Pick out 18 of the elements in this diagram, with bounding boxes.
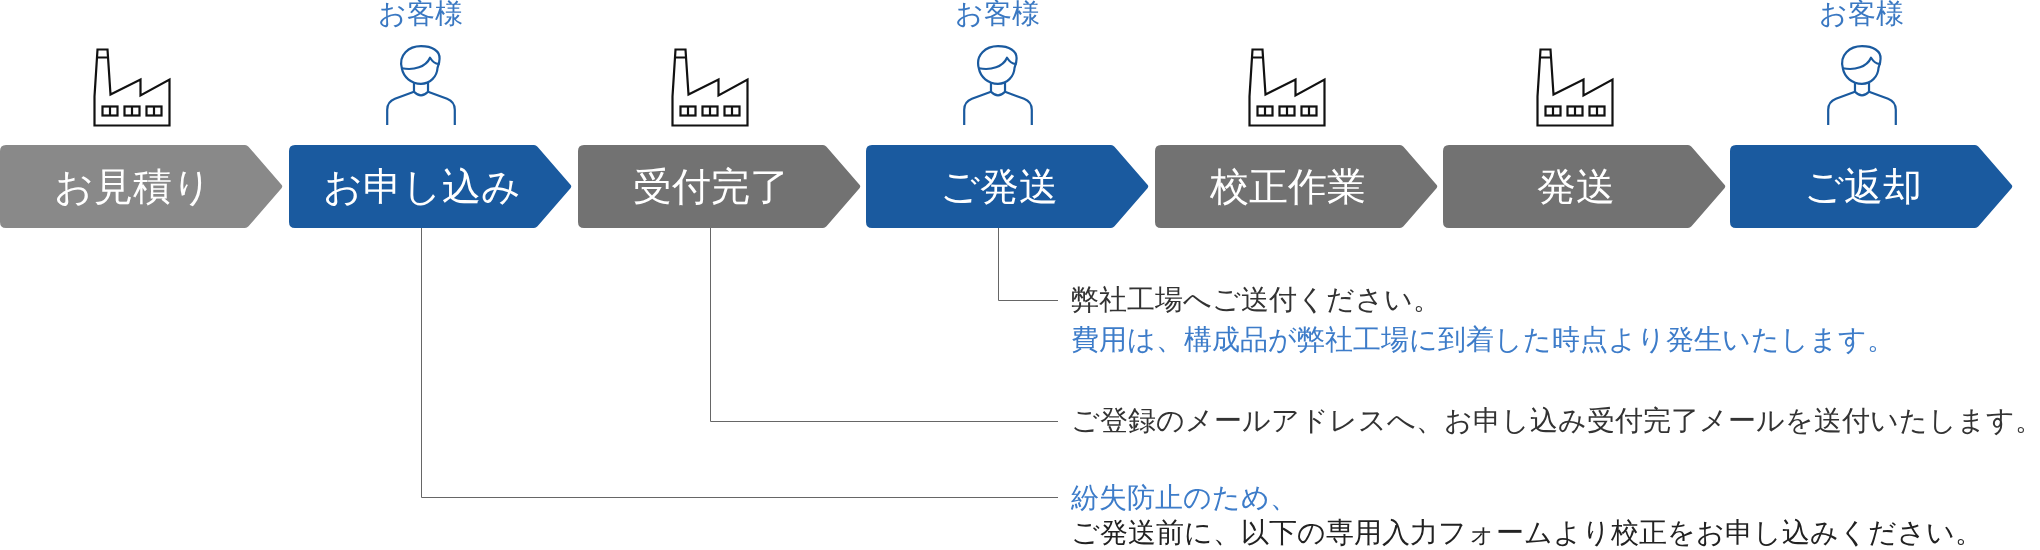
actor-label: お客様	[955, 0, 1040, 28]
process-step: ご返却	[1730, 145, 2013, 228]
note-text: 紛失防止のため、	[1071, 479, 1299, 515]
process-step: 受付完了	[578, 145, 861, 228]
note-text: ご登録のメールアドレスへ、お申し込み受付完了メールを送付いたします。	[1071, 403, 2040, 439]
process-step: ご発送	[866, 145, 1149, 228]
note-text: 費用は、構成品が弊社工場に到着した時点より発生いたします。	[1071, 322, 1895, 358]
leader-line	[998, 227, 1059, 301]
process-step: お申し込み	[289, 145, 572, 228]
process-step: 校正作業	[1155, 145, 1438, 228]
leader-line	[710, 227, 1059, 422]
note-text: ご発送前に、以下の専用入力フォームより校正をお申し込みください。	[1071, 514, 1983, 550]
note-text: 弊社工場へご送付ください。	[1071, 282, 1442, 318]
leader-line	[421, 227, 1059, 498]
actor-label: お客様	[1819, 0, 1904, 28]
process-step: 発送	[1443, 145, 1726, 228]
actor-label: お客様	[378, 0, 463, 28]
process-step: お見積り	[0, 145, 283, 228]
